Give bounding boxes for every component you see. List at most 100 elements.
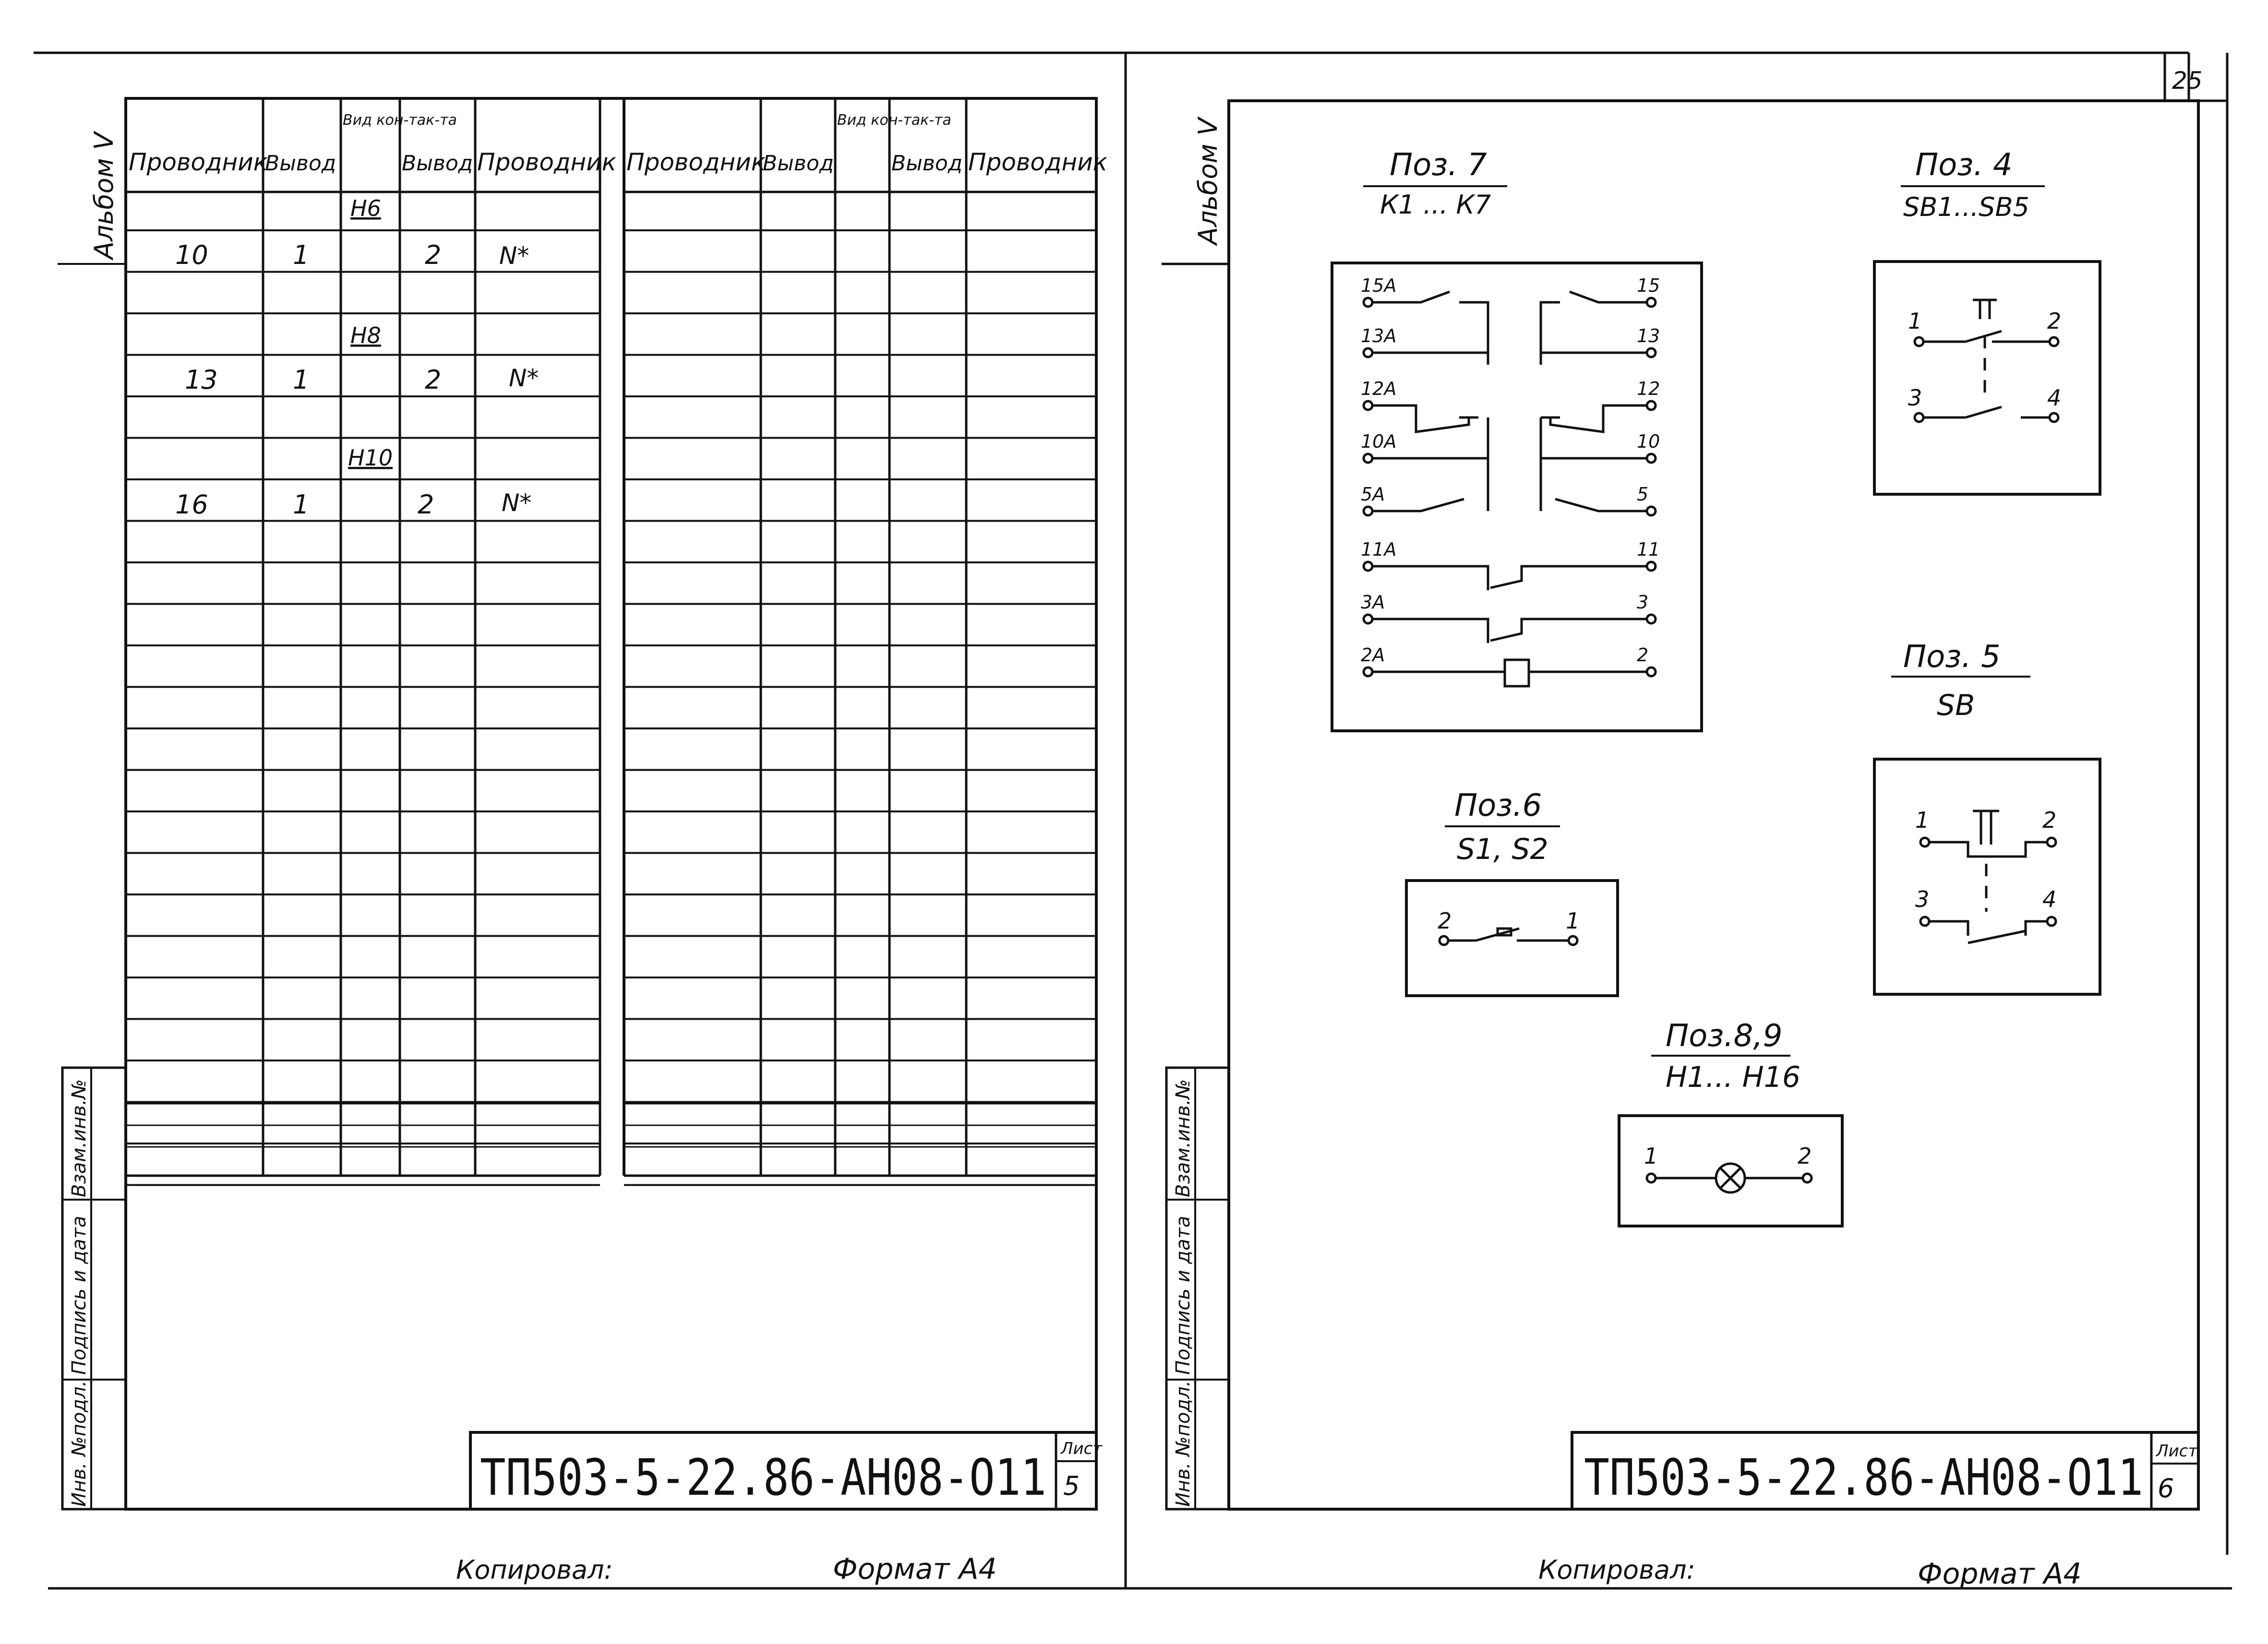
contact-line xyxy=(1539,290,1647,365)
table-row: Н8 13 1 2 N* xyxy=(185,322,539,395)
pos5-title: Поз. 5 xyxy=(1903,639,2001,675)
terminal-label: 10 xyxy=(1637,431,1660,452)
contact-line xyxy=(1372,618,1647,643)
terminal-label: 3 xyxy=(1637,592,1648,613)
terminal xyxy=(1645,666,1657,678)
pos6-title: Поз.6 xyxy=(1454,788,1542,823)
header2-wire-b: Проводник xyxy=(968,148,1107,176)
contact-line xyxy=(1372,404,1489,475)
page-number: 25 xyxy=(2172,67,2203,95)
pos6-pin1: 1 xyxy=(1566,908,1580,934)
contact-line xyxy=(1372,475,1489,512)
pin-b: 2 xyxy=(425,240,441,270)
side-stamp-repl-left: Взам.инв.№ xyxy=(68,1079,90,1197)
pushbutton-sb1-sb5-diagram: Поз. 4 SB1...SB5 1 2 3 xyxy=(1873,147,2101,496)
connection-table-left: Проводник Вывод Вид кон-так-та Вывод Про… xyxy=(126,98,616,1177)
header-wire-a: Проводник xyxy=(129,148,268,176)
title-block-right: ТП503-5-22.86-АН08-О11 Лист 6 xyxy=(1571,1431,2200,1511)
header2-pin-a: Вывод xyxy=(763,151,834,176)
header2-pin-b: Вывод xyxy=(891,151,962,176)
pos4-pin3: 3 xyxy=(1908,385,1922,411)
pos5-pin3: 3 xyxy=(1915,886,1929,912)
terminal-label: 5А xyxy=(1361,484,1385,505)
relay-coil xyxy=(1503,658,1530,688)
switch-s1-s2-diagram: Поз.6 S1, S2 2 1 xyxy=(1405,788,1619,997)
header-pin-b: Вывод xyxy=(402,151,473,176)
sheet-border xyxy=(34,51,2232,1590)
pos89-subtitle: Н1... Н16 xyxy=(1666,1060,1800,1094)
pos4-pin4: 4 xyxy=(2047,385,2061,411)
pushbutton-sb-diagram: Поз. 5 SB 1 2 3 4 xyxy=(1873,639,2101,996)
sheet-label: Лист xyxy=(2155,1441,2198,1461)
wire-a: 10 xyxy=(175,240,208,270)
header-contact-type: Вид кон-так-та xyxy=(343,112,457,129)
pin-b: 2 xyxy=(425,365,441,395)
designation: ТП503-5-22.86-АН08-О11 xyxy=(1584,1448,2143,1507)
sheet-label: Лист xyxy=(1060,1439,1103,1458)
contact-line xyxy=(1539,404,1647,475)
header2-contact-type: Вид кон-так-та xyxy=(837,112,951,129)
terminal-label: 10А xyxy=(1361,431,1396,452)
terminal-label: 2А xyxy=(1361,644,1385,666)
terminal-label: 15А xyxy=(1361,275,1396,296)
table-row: Н6 10 1 2 N* xyxy=(175,195,529,270)
terminal-label: 2 xyxy=(1637,644,1648,666)
contact-line xyxy=(1372,290,1489,365)
pos4-subtitle: SB1...SB5 xyxy=(1903,192,2029,222)
contact-line xyxy=(1539,475,1647,512)
terminal-label: 15 xyxy=(1637,275,1660,296)
pos5-pin2: 2 xyxy=(2042,807,2056,833)
terminal-label: 11 xyxy=(1637,539,1660,560)
lamp-h1-h16-diagram: Поз.8,9 Н1... Н16 1 2 xyxy=(1618,1018,1844,1227)
connection-table-right: Проводник Вывод Вид кон-так-та Вывод Про… xyxy=(623,98,1107,1177)
side-stamp-inv-right: Инв. №подл. xyxy=(1172,1381,1194,1507)
pos4-pin1: 1 xyxy=(1908,308,1922,334)
terminal xyxy=(1362,400,1374,411)
copied-label: Копировал: xyxy=(1538,1555,1695,1585)
terminal-label: 13А xyxy=(1361,325,1396,346)
contact-type: Н10 xyxy=(348,445,393,471)
terminal xyxy=(1362,613,1374,625)
pos5-pin4: 4 xyxy=(2042,886,2056,912)
pos89-pin1: 1 xyxy=(1644,1143,1658,1169)
wire-a: 16 xyxy=(175,489,208,520)
pos7-title: Поз. 7 xyxy=(1390,147,1487,183)
album-label-left: Альбом V xyxy=(89,130,119,261)
terminal xyxy=(1645,560,1657,572)
side-stamp-sign-left: Подпись и дата xyxy=(68,1216,90,1375)
header2-wire-a: Проводник xyxy=(626,148,766,176)
side-stamp-sign-right: Подпись и дата xyxy=(1172,1216,1194,1375)
terminal xyxy=(1362,297,1374,308)
right-sheet: Альбом V Инв. №подл. Подпись и дата Взам… xyxy=(1162,99,2200,1591)
terminal xyxy=(1645,613,1657,625)
pos6-pin2: 2 xyxy=(1438,908,1452,934)
terminal-label: 13 xyxy=(1637,325,1660,346)
pin-b: 2 xyxy=(418,489,434,520)
terminal-label: 3А xyxy=(1361,592,1385,613)
title-block-left: ТП503-5-22.86-АН08-О11 Лист 5 xyxy=(469,1431,1103,1511)
pos5-subtitle: SB xyxy=(1937,689,1975,722)
contact-line xyxy=(1372,565,1647,590)
terminal xyxy=(1645,347,1657,358)
wire-a: 13 xyxy=(185,365,218,395)
left-sheet: Альбом V Инв. №подл. Подпись и дата Взам… xyxy=(58,97,1107,1586)
pin-a: 1 xyxy=(293,240,309,270)
terminal xyxy=(1362,505,1374,517)
terminal-label: 12А xyxy=(1361,378,1396,399)
pos89-title: Поз.8,9 xyxy=(1666,1018,1782,1054)
pos4-pin2: 2 xyxy=(2047,308,2061,334)
pos5-pin1: 1 xyxy=(1915,807,1929,833)
terminal-label: 12 xyxy=(1637,378,1660,399)
terminal xyxy=(1362,347,1374,358)
wire-b: N* xyxy=(502,489,531,517)
side-stamp-repl-right: Взам.инв.№ xyxy=(1172,1079,1194,1197)
terminal-label: 11А xyxy=(1361,539,1396,560)
header-wire-b: Проводник xyxy=(477,148,616,176)
header-pin-a: Вывод xyxy=(265,151,336,176)
designation: ТП503-5-22.86-АН08-О11 xyxy=(480,1448,1046,1507)
terminal xyxy=(1645,400,1657,411)
table-row: Н10 16 1 2 N* xyxy=(175,445,531,520)
